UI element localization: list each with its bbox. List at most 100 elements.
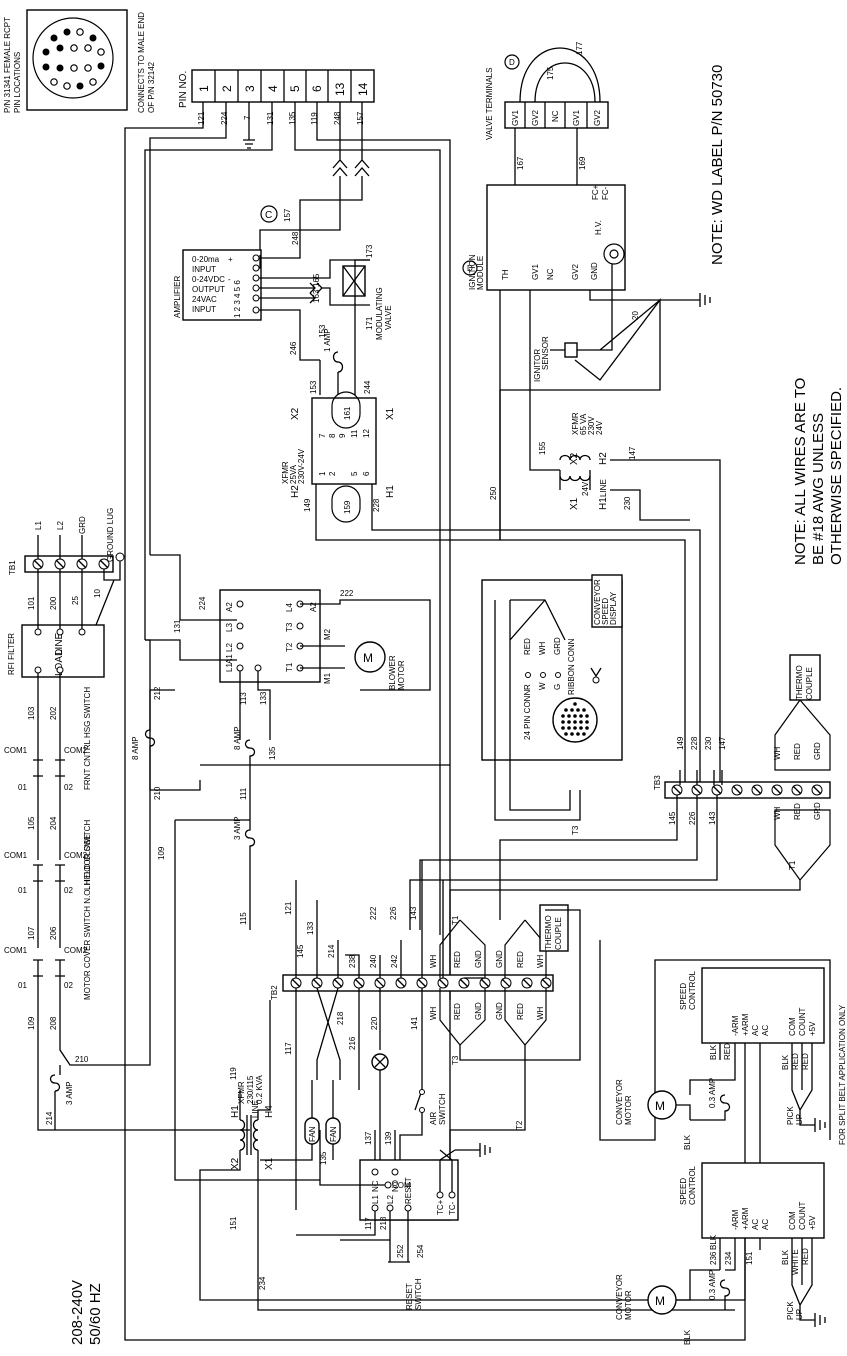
svg-text:230: 230 <box>704 736 713 750</box>
svg-text:133: 133 <box>259 691 268 705</box>
connects-label-1: CONNECTS TO MALE END <box>137 12 146 113</box>
svg-text:GV1: GV1 <box>531 263 540 280</box>
svg-text:GRD: GRD <box>78 516 87 534</box>
svg-text:AIR: AIR <box>429 1111 438 1125</box>
svg-text:GND: GND <box>495 1002 504 1020</box>
svg-text:117: 117 <box>364 1217 373 1230</box>
svg-text:238: 238 <box>348 954 357 968</box>
blower-motor-symbol: M <box>363 651 373 665</box>
svg-text:212: 212 <box>153 686 162 700</box>
svg-text:NO: NO <box>391 1180 400 1192</box>
svg-text:133: 133 <box>306 921 315 935</box>
svg-text:RED: RED <box>801 1053 810 1070</box>
svg-text:151: 151 <box>229 1216 238 1230</box>
svg-text:169: 169 <box>578 156 587 170</box>
svg-text:153: 153 <box>309 380 318 394</box>
svg-text:244: 244 <box>363 380 372 394</box>
svg-text:RED: RED <box>453 951 462 968</box>
tb2-label: TB2 <box>270 985 279 1000</box>
svg-text:109: 109 <box>27 1016 36 1030</box>
pin-2: 2 <box>220 85 234 92</box>
contactor-block: A2 L3 L2 L1 L4 T3 T2 T1 A1 A2 222 M2 M1 … <box>145 554 431 740</box>
speed-control-2: SPEED CONTROL -ARM +ARM AC AC COM COUNT … <box>615 1162 826 1345</box>
svg-text:1 AMP: 1 AMP <box>323 328 332 352</box>
modulating-valve-label-1: MODULATING <box>375 287 384 340</box>
svg-text:135: 135 <box>268 746 277 760</box>
svg-text:COM: COM <box>788 1017 797 1036</box>
svg-text:OUTPUT: OUTPUT <box>192 285 225 294</box>
svg-text:RED: RED <box>453 1003 462 1020</box>
svg-text:WH: WH <box>538 641 547 655</box>
svg-text:8: 8 <box>328 433 337 438</box>
pin-6: 6 <box>310 85 324 92</box>
svg-text:224: 224 <box>220 111 229 125</box>
svg-text:X2: X2 <box>290 407 301 420</box>
svg-text:A1: A1 <box>225 654 234 664</box>
svg-text:137: 137 <box>364 1131 373 1145</box>
svg-text:248: 248 <box>333 111 342 125</box>
svg-text:L2: L2 <box>225 643 234 652</box>
svg-text:216: 216 <box>348 1036 357 1050</box>
pin-14: 14 <box>356 82 370 96</box>
svg-text:CONVEYOR: CONVEYOR <box>615 1274 624 1320</box>
svg-text:LH DOOR SWITCH: LH DOOR SWITCH <box>83 820 92 890</box>
svg-text:218: 218 <box>336 1011 345 1025</box>
high-limit-relay: NC NO COM L1 L2 RESET TC+ TC- 137 139 13… <box>296 1130 491 1310</box>
svg-text:COM2: COM2 <box>64 746 88 755</box>
connector-c-marker: C <box>265 210 272 221</box>
svg-text:X1: X1 <box>569 497 580 510</box>
svg-text:WHITE: WHITE <box>791 1249 800 1275</box>
svg-text:6: 6 <box>362 471 371 476</box>
tb3-block: TB3 149 228 230 147 145 226 143 WH RED G… <box>409 654 831 1000</box>
svg-text:FAN: FAN <box>308 1126 317 1142</box>
svg-text:210: 210 <box>75 1055 89 1064</box>
svg-text:BLOWER: BLOWER <box>388 655 397 690</box>
svg-text:0.3 AMP: 0.3 AMP <box>708 1078 717 1108</box>
svg-text:222: 222 <box>369 906 378 920</box>
svg-text:X1: X1 <box>264 1157 275 1170</box>
svg-text:XFMR: XFMR <box>571 412 580 435</box>
svg-text:117: 117 <box>284 1042 293 1055</box>
svg-text:XFMR: XFMR <box>281 461 290 484</box>
svg-text:D: D <box>509 58 515 67</box>
svg-text:A2: A2 <box>225 602 234 612</box>
svg-text:FOR SPLIT BELT APPLICATION ONL: FOR SPLIT BELT APPLICATION ONLY <box>838 1004 847 1145</box>
svg-text:COM1: COM1 <box>4 946 28 955</box>
tb1-label: TB1 <box>8 560 17 575</box>
svg-text:GV2: GV2 <box>593 109 602 126</box>
svg-text:131: 131 <box>266 111 275 125</box>
svg-text:149: 149 <box>676 736 685 750</box>
svg-text:121: 121 <box>284 901 293 915</box>
svg-text:230/115: 230/115 <box>246 1075 255 1104</box>
svg-text:WH: WH <box>536 954 545 968</box>
svg-text:MOTOR: MOTOR <box>397 660 406 690</box>
svg-text:GND: GND <box>495 950 504 968</box>
svg-text:139: 139 <box>384 1131 393 1145</box>
svg-text:RED: RED <box>801 1248 810 1265</box>
svg-text:FAN: FAN <box>329 1126 338 1142</box>
svg-text:H4: H4 <box>264 1105 275 1118</box>
awg-note-1: NOTE: ALL WIRES ARE TO <box>792 378 809 565</box>
svg-text:145: 145 <box>296 944 305 958</box>
svg-text:GV2: GV2 <box>531 109 540 126</box>
svg-text:200: 200 <box>49 596 58 610</box>
svg-text:COM2: COM2 <box>64 851 88 860</box>
svg-text:FC+: FC+ <box>591 184 600 200</box>
tb2-block: TB2 121 133 145 214 238 240 242 222 <box>270 860 581 1210</box>
svg-text:H2: H2 <box>290 485 301 498</box>
svg-text:IGNITION: IGNITION <box>468 254 477 290</box>
pin-1: 1 <box>197 85 211 92</box>
svg-text:TH: TH <box>501 269 510 280</box>
svg-text:-: - <box>228 275 231 284</box>
svg-text:NC: NC <box>546 268 555 280</box>
svg-text:02: 02 <box>64 886 73 895</box>
svg-text:G: G <box>553 684 562 690</box>
svg-text:COM1: COM1 <box>4 851 28 860</box>
svg-text:171: 171 <box>365 316 374 330</box>
svg-text:157: 157 <box>356 111 365 125</box>
xfmr-65va: XFMR 65 VA 230V 24V X2 X1 H2 H1 24V LINE… <box>489 412 721 790</box>
svg-text:155: 155 <box>538 441 547 455</box>
svg-text:L3: L3 <box>225 623 234 632</box>
svg-text:XFMR: XFMR <box>237 1081 246 1104</box>
